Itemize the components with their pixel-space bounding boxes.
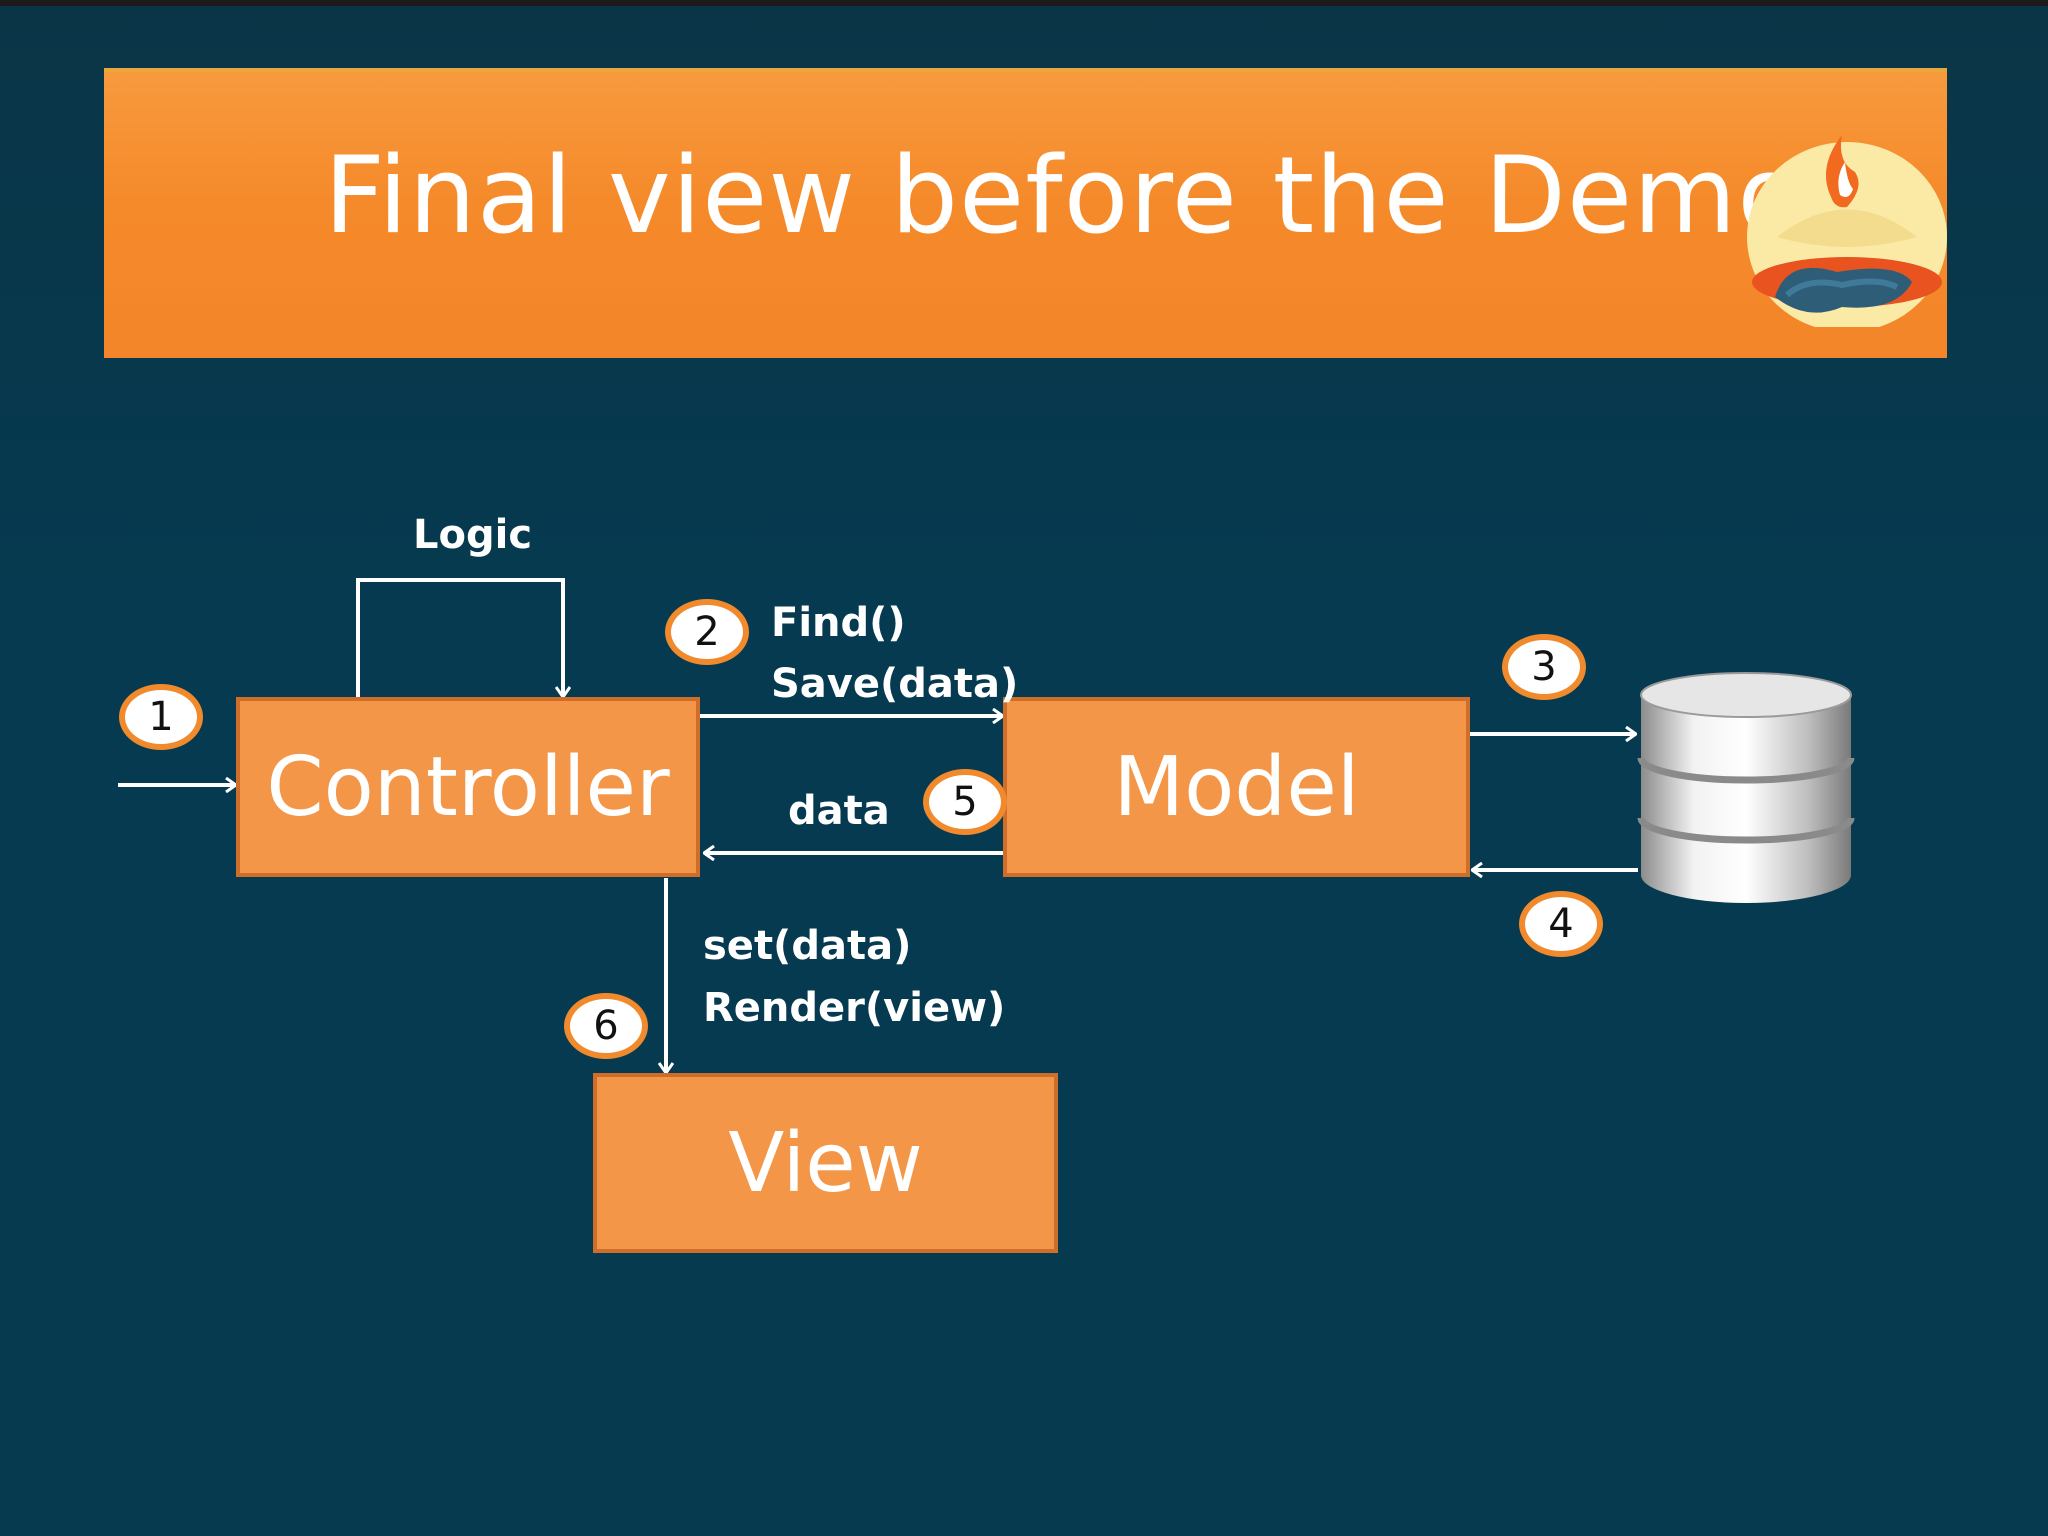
view-box: View	[593, 1073, 1058, 1253]
step-badge-5: 5	[923, 769, 1007, 835]
step-badge-6: 6	[564, 993, 648, 1059]
render-label: Render(view)	[703, 985, 1006, 1031]
database-icon	[1637, 672, 1855, 903]
step-badge-2: 2	[665, 599, 749, 665]
save-label: Save(data)	[771, 661, 1019, 707]
step-badge-3: 3	[1502, 634, 1586, 700]
find-label: Find()	[771, 600, 906, 646]
set-label: set(data)	[703, 923, 912, 969]
step-badge-4: 4	[1519, 891, 1603, 957]
slide-title: Final view before the Demo	[324, 134, 1804, 257]
top-strip	[0, 0, 2048, 6]
logic-label: Logic	[413, 512, 533, 558]
logic-loop-arrow	[356, 578, 563, 700]
title-banner: Final view before the Demo	[104, 68, 1947, 358]
step-badge-1: 1	[119, 684, 203, 750]
logo-icon	[1747, 135, 1947, 327]
data-label: data	[788, 788, 890, 834]
model-box: Model	[1003, 697, 1470, 877]
controller-box: Controller	[236, 697, 700, 877]
